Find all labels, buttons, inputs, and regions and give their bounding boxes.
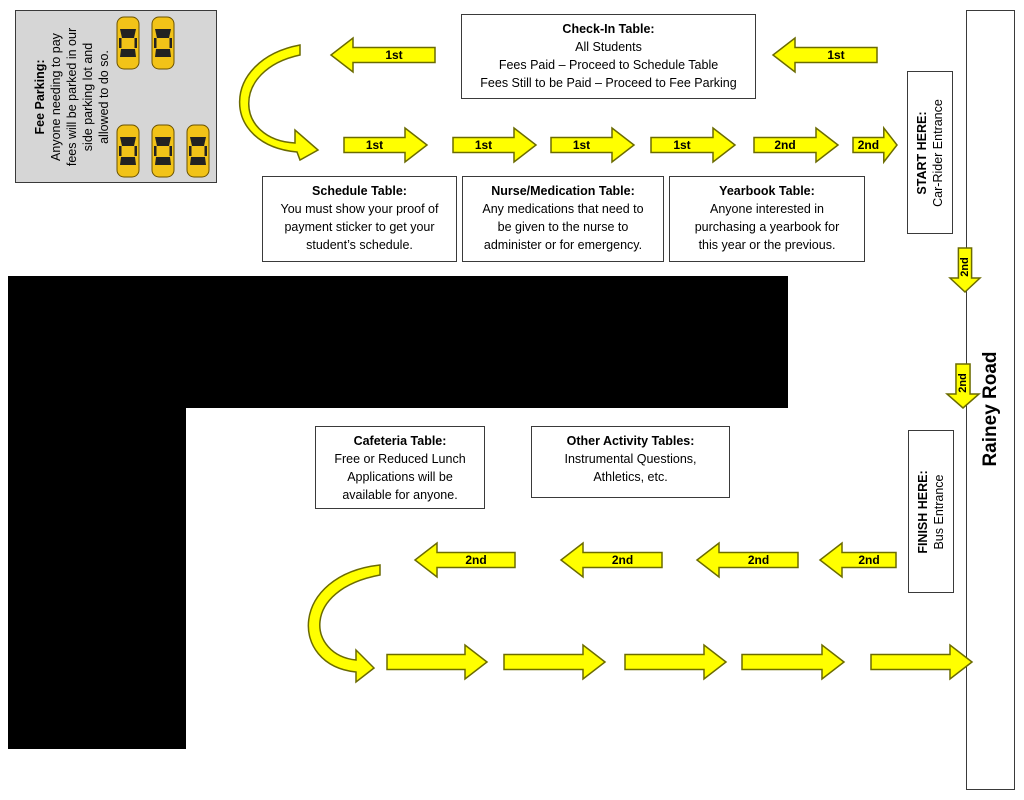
left-arrow-icon: 2nd [413,541,516,579]
yearbook-line: this year or the previous. [698,238,836,252]
nurse-line: administer or for emergency. [483,238,643,252]
schedule-line: You must show your proof of [280,202,439,216]
cafeteria-title: Cafeteria Table: [353,434,447,448]
right-arrow-icon [870,643,974,681]
nurse-line: Any medications that need to [482,202,644,216]
arrow-label: 1st [827,48,844,62]
right-arrow-icon [741,643,846,681]
nurse-title: Nurse/Medication Table: [491,184,635,198]
right-arrow-icon: 2nd [852,125,898,165]
cafeteria-line: available for anyone. [342,488,458,502]
other-title: Other Activity Tables: [566,434,695,448]
down-arrow-icon: 2nd [948,247,982,294]
check-in-title: Check-In Table: [562,22,655,36]
cafeteria-line: Applications will be [347,470,453,484]
arrow-label: 2nd [858,138,879,152]
fee-parking-lot: Fee Parking: Anyone needing to pay fees … [15,10,217,183]
nurse-line: be given to the nurse to [497,220,629,234]
other-line: Athletics, etc. [593,470,668,484]
arrow-label: 1st [475,138,492,152]
school-building-side [8,276,186,749]
right-arrow-icon: 1st [550,126,636,164]
left-arrow-icon: 2nd [695,541,799,579]
check-in-line: All Students [575,40,642,54]
left-arrow-icon: 1st [771,36,878,74]
nurse-table-box: Nurse/Medication Table: Any medications … [462,176,664,262]
check-in-table-box: Check-In Table: All Students Fees Paid –… [461,14,756,99]
right-arrow-icon: 1st [650,126,737,164]
arrow-label: 1st [385,48,402,62]
arrow-label: 2nd [612,553,633,567]
right-arrow-icon [624,643,728,681]
yearbook-line: purchasing a yearbook for [694,220,840,234]
parked-car-icon [151,16,175,70]
rainey-road: Rainey Road [966,10,1015,790]
yearbook-title: Yearbook Table: [719,184,815,198]
left-arrow-icon: 1st [329,36,436,74]
right-arrow-icon: 1st [343,126,429,164]
arrow-label: 2nd [465,553,486,567]
yearbook-table-box: Yearbook Table: Anyone interested in pur… [669,176,865,262]
arrow-label: 2nd [858,553,879,567]
right-arrow-icon: 1st [452,126,538,164]
check-in-line: Fees Still to be Paid – Proceed to Fee P… [480,76,737,90]
schedule-table-box: Schedule Table: You must show your proof… [262,176,457,262]
finish-here-box: FINISH HERE: Bus Entrance [908,430,954,593]
parked-car-icon [186,124,210,178]
u-turn-arrow-top [238,44,320,162]
arrow-label: 1st [573,138,590,152]
arrow-label: 2nd [959,257,971,277]
schedule-line: student’s schedule. [306,238,413,252]
arrow-label: 1st [366,138,383,152]
parked-car-icon [116,124,140,178]
cafeteria-line: Free or Reduced Lunch [334,452,466,466]
schedule-line: payment sticker to get your [284,220,435,234]
check-in-line: Fees Paid – Proceed to Schedule Table [498,58,719,72]
down-arrow-icon: 2nd [945,363,981,409]
other-activity-box: Other Activity Tables: Instrumental Ques… [531,426,730,498]
left-arrow-icon: 2nd [818,541,897,579]
left-arrow-icon: 2nd [559,541,663,579]
arrow-label: 1st [673,138,690,152]
start-here-box: START HERE: Car-Rider Entrance [907,71,953,234]
other-line: Instrumental Questions, [564,452,697,466]
yearbook-line: Anyone interested in [710,202,824,216]
arrow-label: 2nd [748,553,769,567]
cafeteria-table-box: Cafeteria Table: Free or Reduced Lunch A… [315,426,485,509]
arrow-label: 2nd [957,373,969,393]
right-arrow-icon [386,643,489,681]
right-arrow-icon: 2nd [753,126,840,164]
parked-car-icon [116,16,140,70]
right-arrow-icon [503,643,607,681]
arrow-label: 2nd [774,138,795,152]
u-turn-arrow-bottom [307,564,381,684]
schedule-title: Schedule Table: [312,184,407,198]
parked-car-icon [151,124,175,178]
